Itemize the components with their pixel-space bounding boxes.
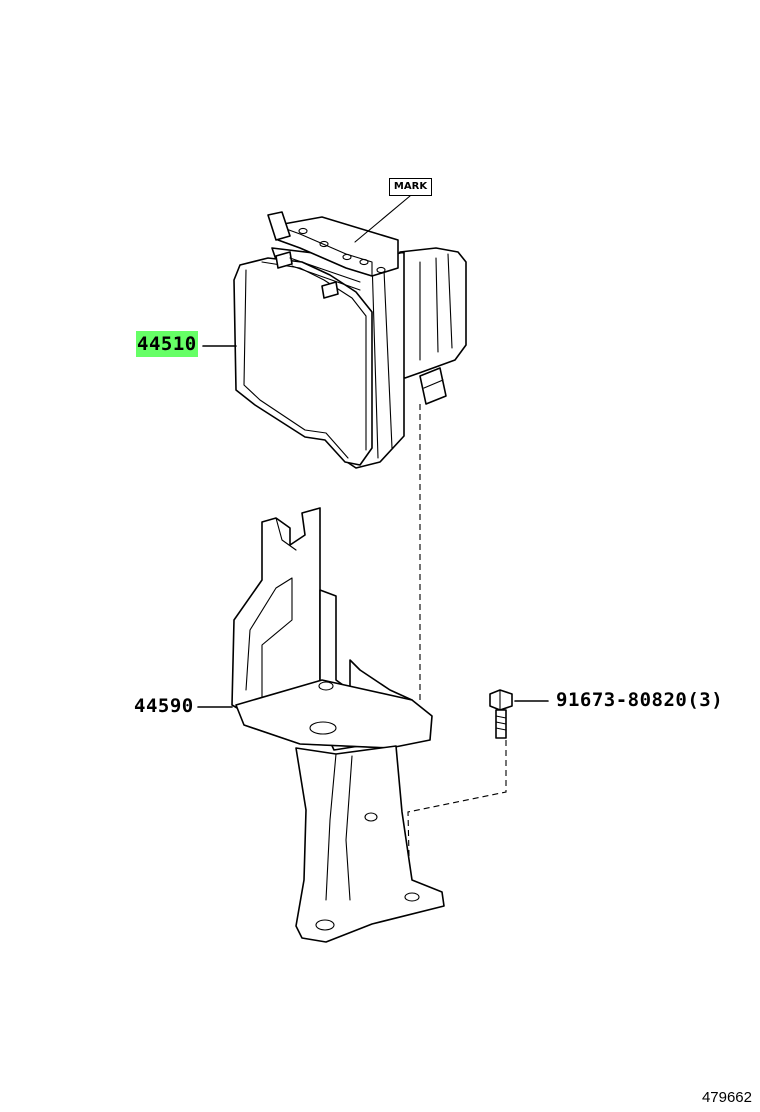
bracket-drawing bbox=[231, 507, 445, 943]
part-number-44510[interactable]: 44510 bbox=[136, 331, 198, 357]
part-number-44590[interactable]: 44590 bbox=[134, 695, 194, 717]
leader-line-mark bbox=[354, 195, 411, 243]
mark-label-box: MARK bbox=[389, 178, 432, 196]
part-number-91673-80820[interactable]: 91673-80820(3) bbox=[556, 691, 723, 710]
part-quantity: (3) bbox=[687, 689, 724, 711]
part-number-44510-text[interactable]: 44510 bbox=[136, 331, 198, 357]
part-number-91673-80820-text[interactable]: 91673-80820 bbox=[556, 689, 688, 711]
abs-actuator-drawing bbox=[233, 211, 467, 469]
reference-number: 479662 bbox=[701, 1089, 752, 1106]
bolt-drawing bbox=[489, 689, 513, 739]
alignment-line-bolt bbox=[407, 740, 507, 901]
